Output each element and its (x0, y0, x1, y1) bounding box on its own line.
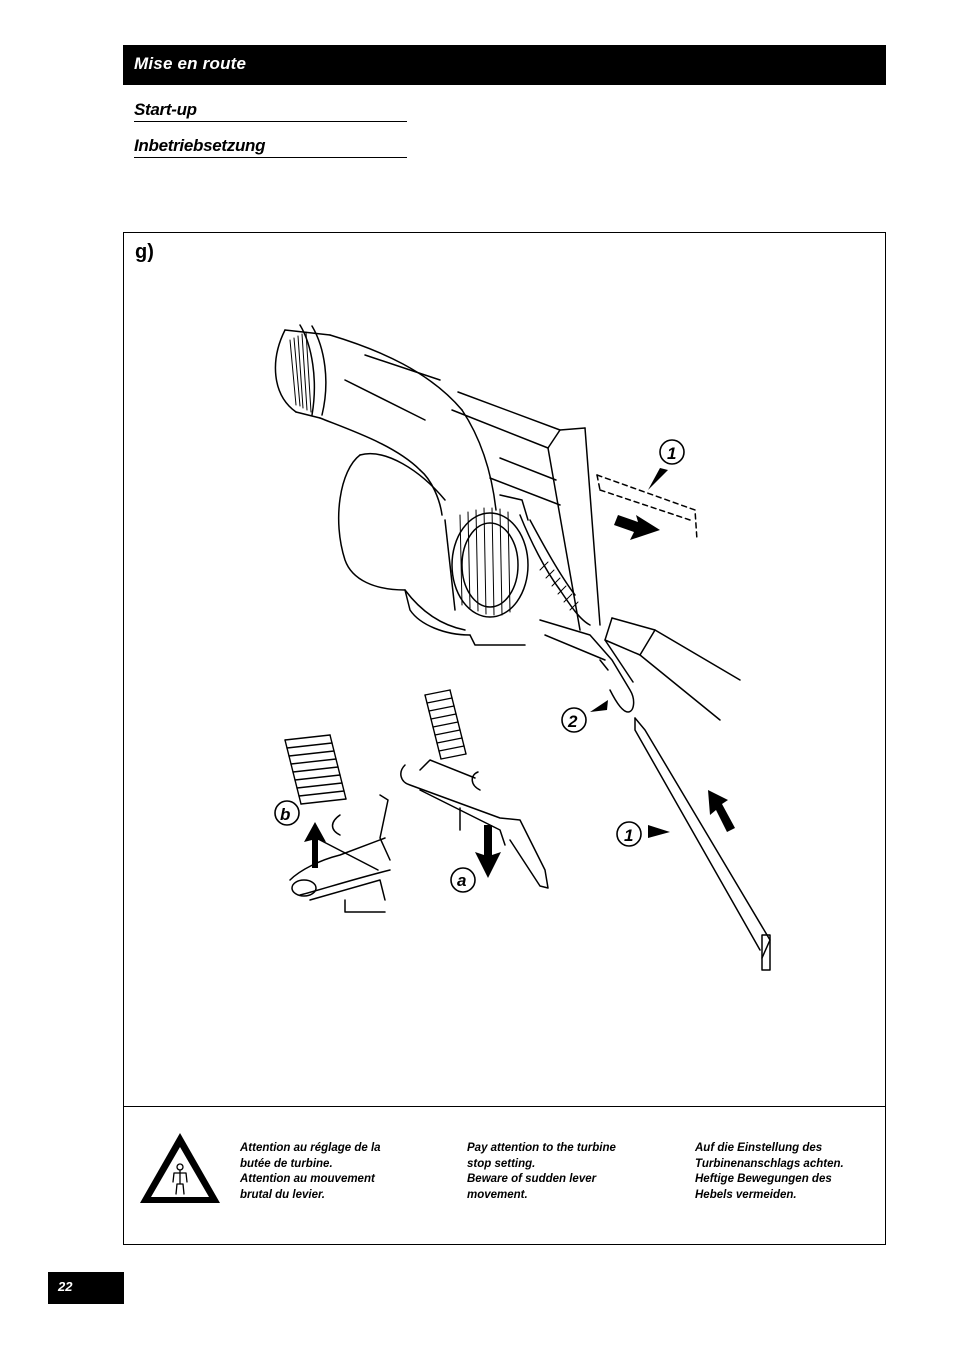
turbine-duct (274, 324, 635, 713)
arrow-down-a (475, 825, 501, 878)
arrow-stop-direction (614, 515, 660, 540)
callout-a: a (457, 871, 466, 890)
turbine-stop-dashed (596, 474, 698, 541)
direction-arrows (304, 468, 735, 878)
callout-b: b (280, 805, 290, 824)
pointer-2 (590, 700, 608, 712)
section-header-bar: Mise en route (123, 45, 886, 85)
pointer-1-bottom (648, 825, 670, 838)
figure-frame (123, 232, 886, 1245)
callout-1-bottom: 1 (624, 826, 633, 845)
warning-text-german: Auf die Einstellung des Turbinenanschlag… (695, 1142, 844, 1201)
turbine-stop-illustration: 1 2 1 a b (274, 324, 771, 971)
page-number-box: 22 (48, 1272, 124, 1304)
detail-a-mechanism (400, 759, 549, 889)
detail-b-mechanism (289, 794, 391, 913)
subtitle-german: Inbetriebsetzung (134, 136, 407, 158)
frame-divider (124, 1106, 885, 1107)
warning-text-english: Pay attention to the turbine stop settin… (467, 1142, 616, 1201)
springs (284, 689, 467, 805)
callout-2: 2 (567, 712, 578, 731)
callout-1-top: 1 (667, 444, 676, 463)
warning-text-french: Attention au réglage de la butée de turb… (240, 1142, 381, 1201)
subtitle-english: Start-up (134, 100, 407, 122)
warning-triangle-icon (140, 1133, 220, 1203)
callout-circles (274, 439, 685, 893)
section-title: Mise en route (134, 54, 247, 73)
pointer-1-top (648, 468, 668, 490)
arrow-lever-up (708, 790, 735, 832)
arrow-up-b (304, 822, 326, 868)
figure-label: g) (135, 241, 154, 263)
duct-ridges (289, 331, 579, 616)
stop-lever (634, 717, 771, 971)
machine-frame (451, 391, 741, 721)
page-number: 22 (58, 1279, 73, 1294)
